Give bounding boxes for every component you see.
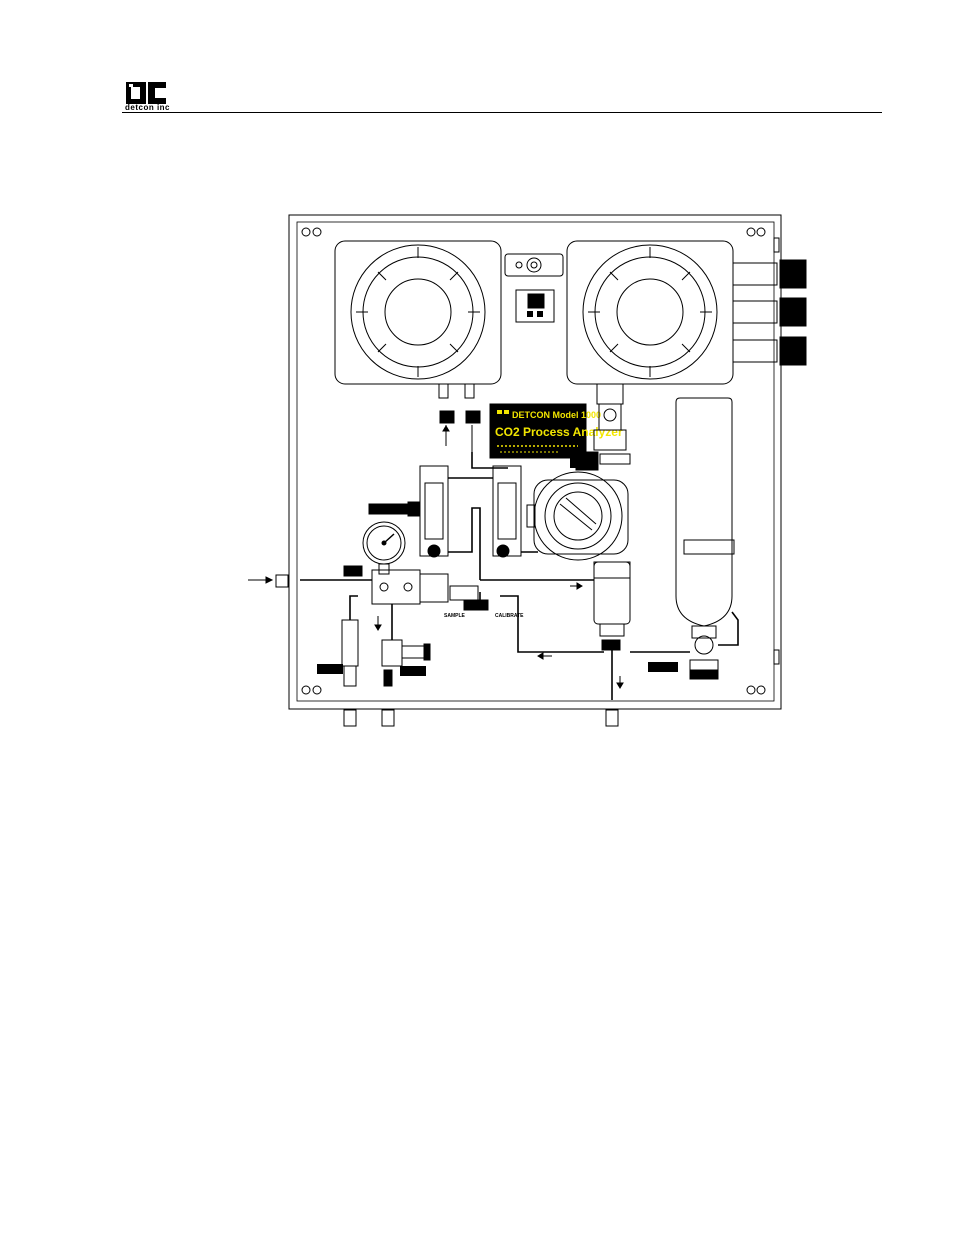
inlet-fitting: [248, 574, 289, 588]
enclosure-inner: [296, 221, 775, 702]
valve-manifold: [343, 565, 489, 611]
sample-label: SAMPLE: [444, 613, 466, 619]
pressure-gauge: [362, 521, 406, 575]
conduit-fittings: [732, 259, 807, 366]
display-panel: DETCON Model 1000 CO2 Process Analyzer: [489, 403, 623, 459]
bottom-fittings: [343, 709, 619, 727]
calibration-cylinder: [675, 397, 735, 680]
company-name: detcon inc: [125, 103, 171, 112]
explosion-proof-housing: [526, 471, 629, 561]
enclosure-outer: [288, 214, 782, 710]
corner-screws: [301, 227, 766, 695]
id-plate: [515, 289, 555, 323]
filter-housing: [593, 561, 631, 651]
equipment-tags: [317, 454, 678, 676]
display-product-text: CO2 Process Analyzer: [495, 425, 623, 439]
flowmeter-left: [368, 465, 449, 558]
display-brand-text: DETCON Model 1000: [512, 410, 601, 420]
flow-arrows: [374, 425, 624, 689]
detcon-logo-mark: [126, 82, 166, 104]
bypass-flow-components: [341, 619, 431, 687]
right-sensor-housing: [566, 240, 734, 385]
tubing: [300, 452, 739, 700]
junction-fitting: [504, 253, 564, 277]
calibrate-label: CALIBRATE: [495, 613, 524, 619]
hinge-bottom: [773, 649, 780, 665]
left-sensor-housing: [334, 240, 502, 399]
detcon-logo: [124, 80, 174, 114]
header-rule: [122, 112, 882, 113]
hinge-top: [773, 237, 780, 253]
flowmeter-right: [492, 465, 522, 558]
